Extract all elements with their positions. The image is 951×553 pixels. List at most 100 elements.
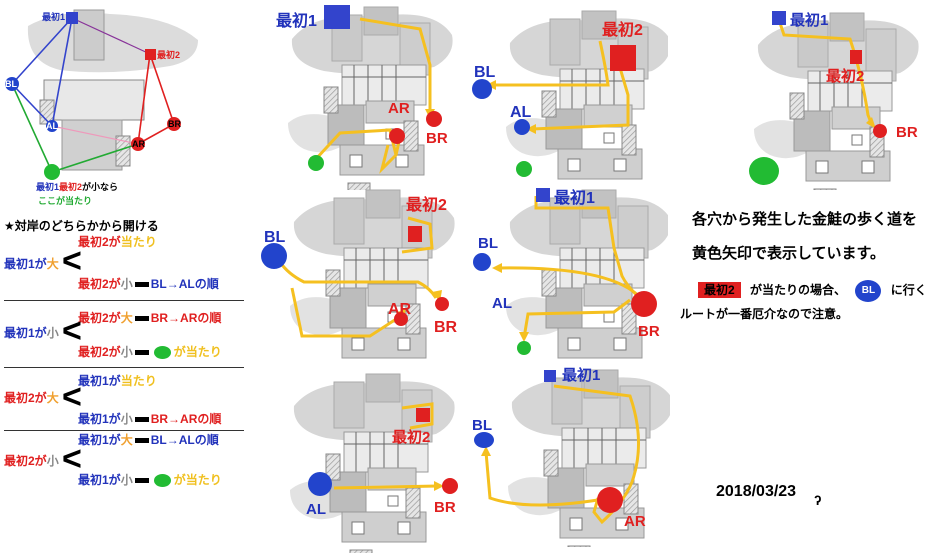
legend-here-label: ここが当たり [38,196,93,206]
panel-6-al-label: AL [306,501,326,518]
ar-marker [597,487,623,513]
legend-first1-label: 最初1 [42,12,66,22]
route-panel-7: 最初1 BL AR [470,362,670,547]
route-panel-3: 最初1 最初2 BR [740,5,940,190]
panel-5-al-label: AL [492,295,512,312]
legend-ar-label: AR [132,139,145,149]
bl-marker [5,77,19,91]
rule4-left: 最初2が小 [4,454,59,468]
route-panel-1: 最初1 AR BR [270,5,460,190]
panel-4-map [261,189,456,363]
goal-marker [517,341,531,355]
route-panel-5: 最初1 BL AL BR [468,188,668,363]
panel-3-first2-label: 最初2 [826,68,865,85]
panel-5-br-label: BR [638,323,660,340]
panel-7-ar-label: AR [624,513,646,530]
al-marker [514,119,530,135]
ar-marker [389,128,405,144]
dash-connector [134,316,149,322]
br-marker [442,478,458,494]
legend-br-label: BR [168,119,181,129]
first1-marker [544,370,556,382]
rule1-left: 最初1が大 [4,257,59,271]
br-marker [167,117,181,131]
panel-3-br-label: BR [896,124,918,141]
ar-marker [394,312,408,326]
goal-marker [44,164,60,180]
date-scribble: ˀ [814,493,822,515]
panel-4-first2-label: 最初2 [406,197,447,214]
rule3-top: 最初1が当たり [78,374,157,388]
rule4-bottom: 最初1が小が当たり [78,473,222,488]
first2-marker [145,49,156,60]
dash-connector [134,350,149,356]
bl-marker [474,432,494,448]
bl-marker [473,253,491,271]
bl-marker [472,79,492,99]
panel-2-first2-label: 最初2 [602,22,643,39]
bl-dot-icon: BL [855,280,882,302]
rule1-brace: < [62,242,82,280]
date-label: 2018/03/23 [716,483,797,500]
panel-6-br-label: BR [434,499,456,516]
first2-marker [850,50,862,64]
legend-bl-label: BL [5,79,17,89]
rule-divider-2 [4,367,244,368]
first2-marker [610,45,636,71]
route-panel-2: 最初2 BL AL [468,5,668,185]
dash-connector [134,417,149,423]
legend-note: 最初1最初2が小なら [36,182,119,192]
rule2-bottom: 最初2が小が当たり [78,345,222,360]
rule1-top: 最初2が当たり [78,235,157,249]
goal-dot-icon [153,474,171,488]
panel-1-map [287,5,454,190]
dash-connector [134,478,149,484]
panel-1-ar-label: AR [388,100,410,117]
panel-2-bl-label: BL [474,64,496,81]
rules-heading: ★対岸のどちらかから開ける [4,219,159,233]
route-panel-6: 最初2 AL BR [280,368,470,553]
goal-marker [749,157,779,185]
panel-7-map [474,369,670,547]
dash-connector [134,438,149,444]
first2-marker [408,226,422,242]
first1-marker [772,11,786,25]
panel-5-map [473,188,668,363]
goal-marker [308,155,324,171]
al-marker [46,120,58,132]
panel-4-bl-label: BL [264,229,286,246]
description-line3: 最初2 が当たりの場合、 BL に行く [698,280,927,302]
first1-marker [66,12,78,24]
panel-6-first2-label: 最初2 [392,429,431,446]
rule2-left: 最初1が小 [4,326,59,340]
panel-7-bl-label: BL [472,417,492,434]
legend-al-label: AL [46,121,58,131]
panel-5-bl-label: BL [478,235,498,252]
goal-dot-icon [153,346,171,360]
br-marker [873,124,887,138]
br-marker [426,111,442,127]
first2-marker [416,408,430,422]
panel-3-first1-label: 最初1 [790,12,829,29]
panel-7-first1-label: 最初1 [562,367,601,384]
al-marker [308,472,332,496]
panel-1-first1-label: 最初1 [276,13,317,30]
panel-3-map [749,11,920,190]
panel-4-ar-label: AR [388,301,412,318]
rule2-brace: < [62,312,82,350]
rule3-left: 最初2が大 [4,391,59,405]
first1-marker [324,5,350,29]
goal-marker [516,161,532,177]
panel-2-map [472,10,668,185]
rule3-brace: < [62,378,82,416]
rule-divider-3 [4,430,244,431]
first1-marker [536,188,550,202]
bl-marker [261,243,287,269]
panel-6-map [289,373,458,553]
legend-first2-label: 最初2 [157,50,181,60]
panel-5-first1-label: 最初1 [554,190,595,207]
